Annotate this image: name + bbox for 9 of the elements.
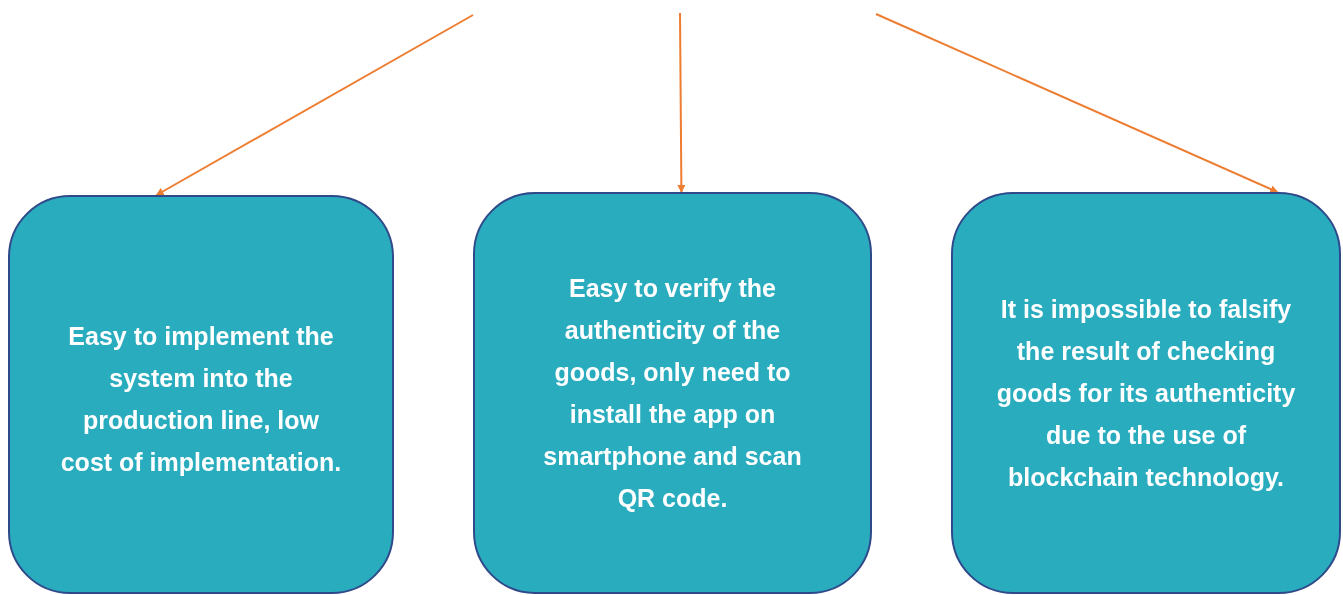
box-text: Easy to verify the authenticity of the goods, only need to install the app on smartphone and scan QR code.	[542, 273, 803, 514]
rounded-box	[8, 195, 394, 594]
arrow	[875, 13, 1279, 193]
arrow	[155, 14, 474, 196]
rounded-box	[951, 192, 1341, 594]
box-text: It is impossible to falsify the result of checking goods for its authenticity due to the use of blockchain technology.	[995, 294, 1297, 493]
box-text: Easy to implement the system into the production line, low cost of implementation.	[59, 320, 343, 478]
rounded-box	[473, 192, 872, 594]
arrow	[677, 12, 686, 193]
